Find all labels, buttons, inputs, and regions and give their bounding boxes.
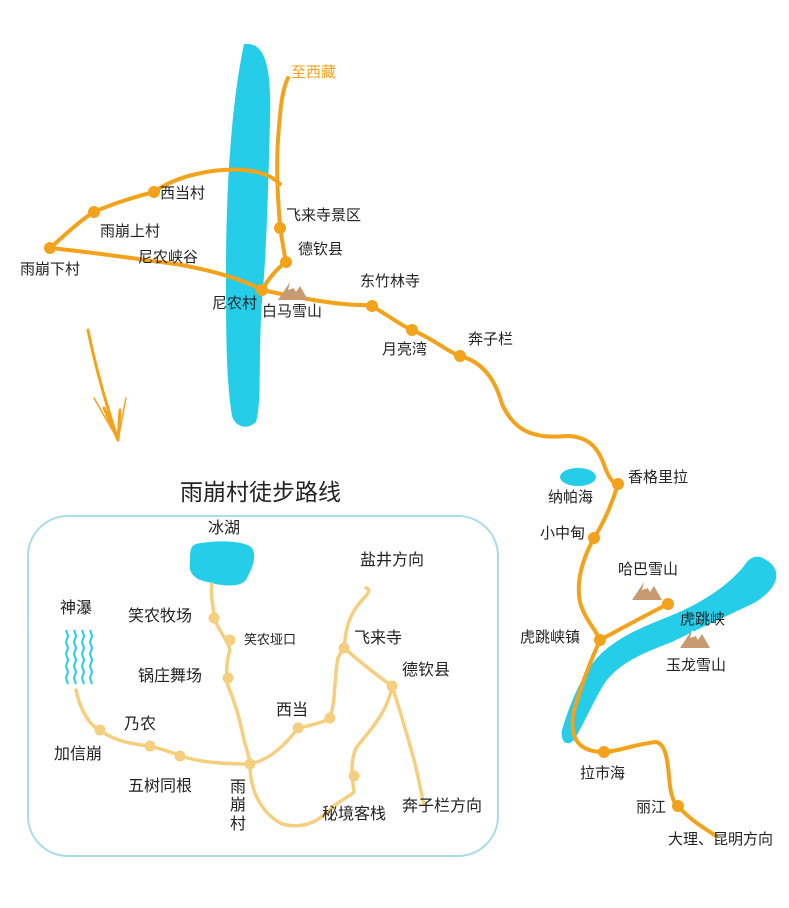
label-tiger-gorge: 虎跳峡 — [680, 610, 726, 628]
inset-label-yubeng-village: 雨 崩 村 — [230, 777, 247, 833]
label-yubeng-upper: 雨崩上村 — [100, 222, 161, 240]
node-tiger-gorge — [662, 598, 674, 610]
trail-yanjing — [342, 586, 371, 650]
label-haba-mountain: 哈巴雪山 — [618, 560, 679, 578]
route-ninong-yubeng-lower — [48, 246, 264, 292]
label-dongzhulin: 东竹林寺 — [360, 272, 421, 290]
main-nodes — [44, 186, 684, 812]
pointer-arrow — [86, 328, 127, 443]
node-yueliangwan — [406, 324, 418, 336]
inset-node-nainong — [144, 740, 156, 752]
inset-node-xidang-a — [292, 722, 304, 734]
napahai-lake — [560, 468, 596, 486]
inset-nodes — [94, 612, 398, 782]
inset-label-xidang: 西当 — [276, 700, 309, 719]
baima-mountain-icon — [278, 282, 308, 300]
node-deqin — [280, 256, 292, 268]
label-feilaisi-view: 飞来寺景区 — [286, 206, 362, 224]
node-tiger-town — [594, 634, 606, 646]
label-napahai: 纳帕海 — [548, 488, 594, 506]
node-shangrila — [612, 478, 624, 490]
node-xiaozhongdian — [588, 532, 600, 544]
inset-label-wushutonggen: 五树同根 — [128, 776, 193, 795]
node-lashihai — [598, 746, 610, 758]
inset-node-xidang-b — [324, 712, 336, 724]
haba-mountain-icon — [632, 582, 662, 600]
inset-node-wushu — [174, 750, 186, 762]
route-tibet-deqin — [275, 76, 290, 264]
inset-label-benzilan-dir: 奔子栏方向 — [402, 796, 483, 815]
node-yubeng-lower — [44, 242, 56, 254]
inset-node-feilaisi — [338, 642, 350, 654]
node-lijiang — [672, 800, 684, 812]
inset-node-xiaonong-pass — [224, 634, 236, 646]
inset-label-jiaxinbeng: 加信崩 — [54, 744, 103, 763]
label-to-tibet: 至西藏 — [291, 63, 337, 81]
ice-lake — [189, 541, 255, 586]
inset-node-jiaxinbeng — [94, 724, 106, 736]
inset-node-guozhuang — [222, 672, 234, 684]
label-yueliangwan: 月亮湾 — [382, 340, 428, 358]
label-deqin: 德钦县 — [298, 240, 344, 258]
node-benzilan — [454, 350, 466, 362]
label-xiaozhongdian: 小中甸 — [540, 524, 586, 542]
label-shangrila: 香格里拉 — [628, 468, 689, 486]
node-yubeng-upper — [88, 206, 100, 218]
node-xidang — [148, 186, 160, 198]
node-feilaisi-view — [274, 222, 286, 234]
label-dali-kunming: 大理、昆明方向 — [668, 830, 774, 848]
label-tiger-town: 虎跳峡镇 — [520, 628, 581, 646]
label-benzilan: 奔子栏 — [468, 330, 514, 348]
label-xidang-village: 西当村 — [160, 184, 206, 202]
label-baima-mountain: 白马雪山 — [262, 302, 323, 320]
inset-node-yubeng — [244, 758, 256, 770]
label-ninong-village: 尼农村 — [212, 294, 258, 312]
trail-benzilan — [390, 684, 426, 806]
mountains — [278, 282, 710, 648]
inset-label-yanjing-dir: 盐井方向 — [360, 550, 425, 569]
inset-label-guozhuang: 锅庄舞场 — [138, 666, 203, 685]
inset-label-xiaonong-pass: 笑农垭口 — [244, 633, 297, 648]
inset-label-xiaonong-pasture: 笑农牧场 — [128, 606, 193, 625]
route-tiger-gorge — [598, 602, 670, 642]
node-dongzhulin — [366, 300, 378, 312]
inset-node-deqin — [386, 680, 398, 692]
label-lashihai: 拉市海 — [580, 764, 626, 782]
node-ninong — [256, 284, 268, 296]
label-lijiang: 丽江 — [636, 798, 667, 816]
label-yulong-mountain: 玉龙雪山 — [666, 656, 727, 674]
inset-title: 雨崩村徒步路线 — [180, 480, 341, 506]
inset-label-deqin: 德钦县 — [402, 660, 451, 679]
inset-node-inn — [348, 770, 360, 782]
inset-label-ice-lake: 冰湖 — [208, 518, 241, 537]
label-ninong-gorge: 尼农峡谷 — [138, 248, 199, 266]
trail-village-inn — [248, 762, 356, 828]
inset-label-feilaisi: 飞来寺 — [354, 628, 403, 647]
yulong-mountain-icon — [680, 630, 710, 648]
inset-label-nainong: 乃农 — [124, 714, 157, 733]
inset-label-mijing-inn: 秘境客栈 — [322, 804, 387, 823]
route-xidang-feilaisi — [152, 167, 282, 194]
shenpu-waterfall-icon — [64, 629, 94, 685]
label-yubeng-lower: 雨崩下村 — [20, 260, 81, 278]
lancang-river — [226, 43, 271, 427]
inset-node-xiaonong-pasture — [208, 612, 220, 624]
inset-label-shenpu: 神瀑 — [60, 598, 93, 617]
jinsha-river — [561, 556, 777, 744]
inset-panel — [27, 515, 499, 857]
